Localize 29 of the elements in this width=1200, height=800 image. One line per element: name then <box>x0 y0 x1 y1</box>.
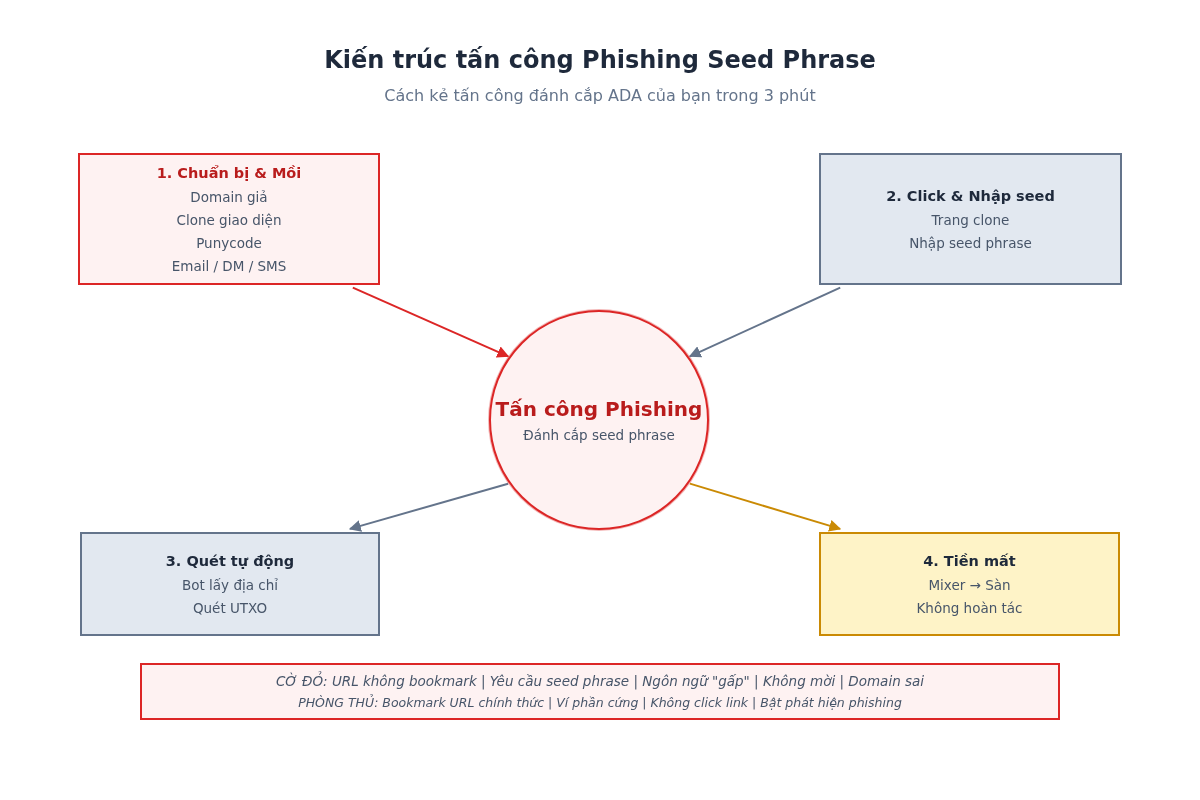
arrow <box>688 482 842 532</box>
note-text: CỜ ĐỎ: URL không bookmark | Yêu cầu seed phrase | Ngôn ngữ "gấp" | Không mời | Domain sai <box>275 670 925 692</box>
node-heading: 2. Click & Nhập seed <box>886 187 1055 206</box>
step-box <box>819 153 1122 285</box>
node-heading: 1. Chuẩn bị & Mồi <box>156 164 302 183</box>
node-item: Bot lấy địa chỉ <box>182 576 278 595</box>
node-item: Trang clone <box>931 211 1010 230</box>
diagram-title: Kiến trúc tấn công Phishing Seed Phrase <box>323 46 877 74</box>
node-heading: 3. Quét tự động <box>165 552 295 571</box>
node-item: Không hoàn tác <box>916 599 1023 618</box>
step-box <box>78 153 380 285</box>
warning-banner <box>140 663 1060 720</box>
node-heading: 4. Tiền mất <box>923 552 1016 571</box>
step-box <box>819 532 1120 636</box>
node-item: Email / DM / SMS <box>171 257 287 276</box>
arrow <box>351 286 510 358</box>
arrow <box>688 286 842 358</box>
diagram-subtitle: Cách kẻ tấn công đánh cắp ADA của bạn trong 3 phút <box>383 86 817 105</box>
node-item: Nhập seed phrase <box>909 234 1032 253</box>
note-text: PHÒNG THỦ: Bookmark URL chính thức | Ví phần cứng | Không click link | Bật phát hiện phishing <box>298 693 902 712</box>
node-item: Punycode <box>196 234 262 253</box>
node-heading: Tấn công Phishing <box>495 395 703 423</box>
node-item: Đánh cắp seed phrase <box>523 425 675 445</box>
arrow <box>348 482 510 532</box>
step-box <box>80 532 380 636</box>
node-item: Clone giao diện <box>176 211 282 230</box>
node-item: Quét UTXO <box>192 599 268 618</box>
node-item: Mixer → Sàn <box>928 576 1011 595</box>
node-item: Domain giả <box>190 188 268 207</box>
